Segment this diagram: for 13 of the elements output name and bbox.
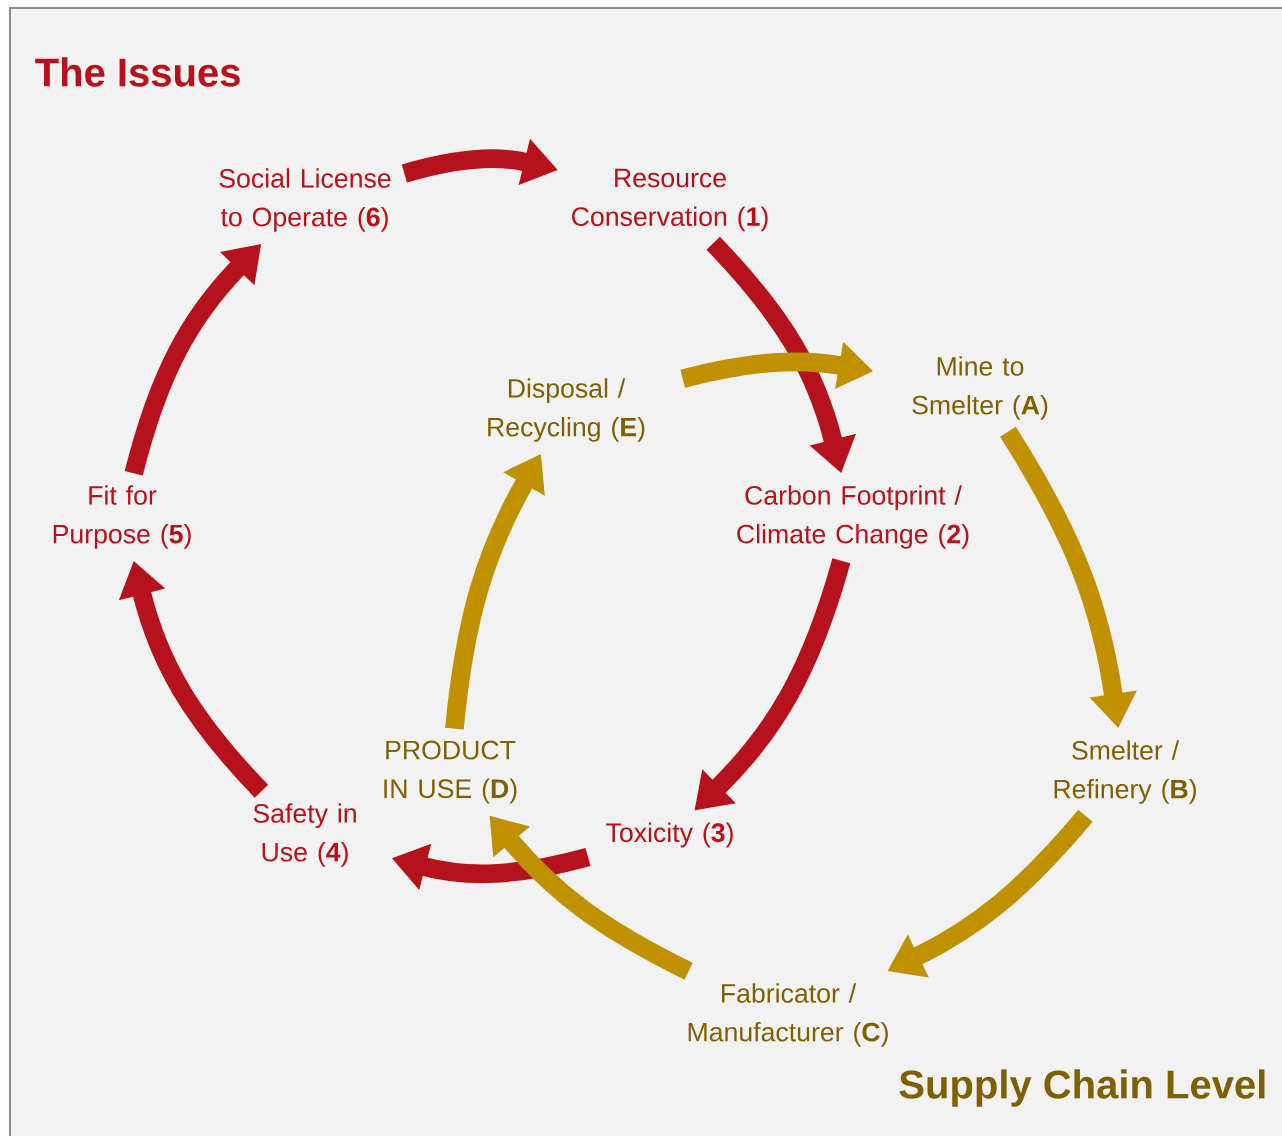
issue-label: Resource Conservation (1) — [572, 168, 768, 232]
issue-label: Safety in Use (4) — [253, 803, 356, 867]
issue-label: Toxicity (3) — [606, 822, 733, 848]
issue-label: Carbon Footprint / Climate Change (2) — [737, 485, 969, 549]
stage-label: Mine to Smelter (A) — [912, 356, 1048, 420]
issue-label: Social License to Operate (6) — [219, 168, 391, 232]
heading: Supply Chain Level — [899, 1069, 1265, 1107]
stage-label: PRODUCT IN USE (D) — [384, 740, 517, 804]
title: The Issues — [35, 57, 240, 87]
issue-label: Fit for Purpose (5) — [53, 485, 191, 549]
stage-label: Disposal / Recycling (E) — [488, 378, 645, 442]
stage-label: Fabricator / Manufacturer (C) — [688, 983, 888, 1047]
stage-label: Smelter / Refinery (B) — [1054, 740, 1196, 804]
